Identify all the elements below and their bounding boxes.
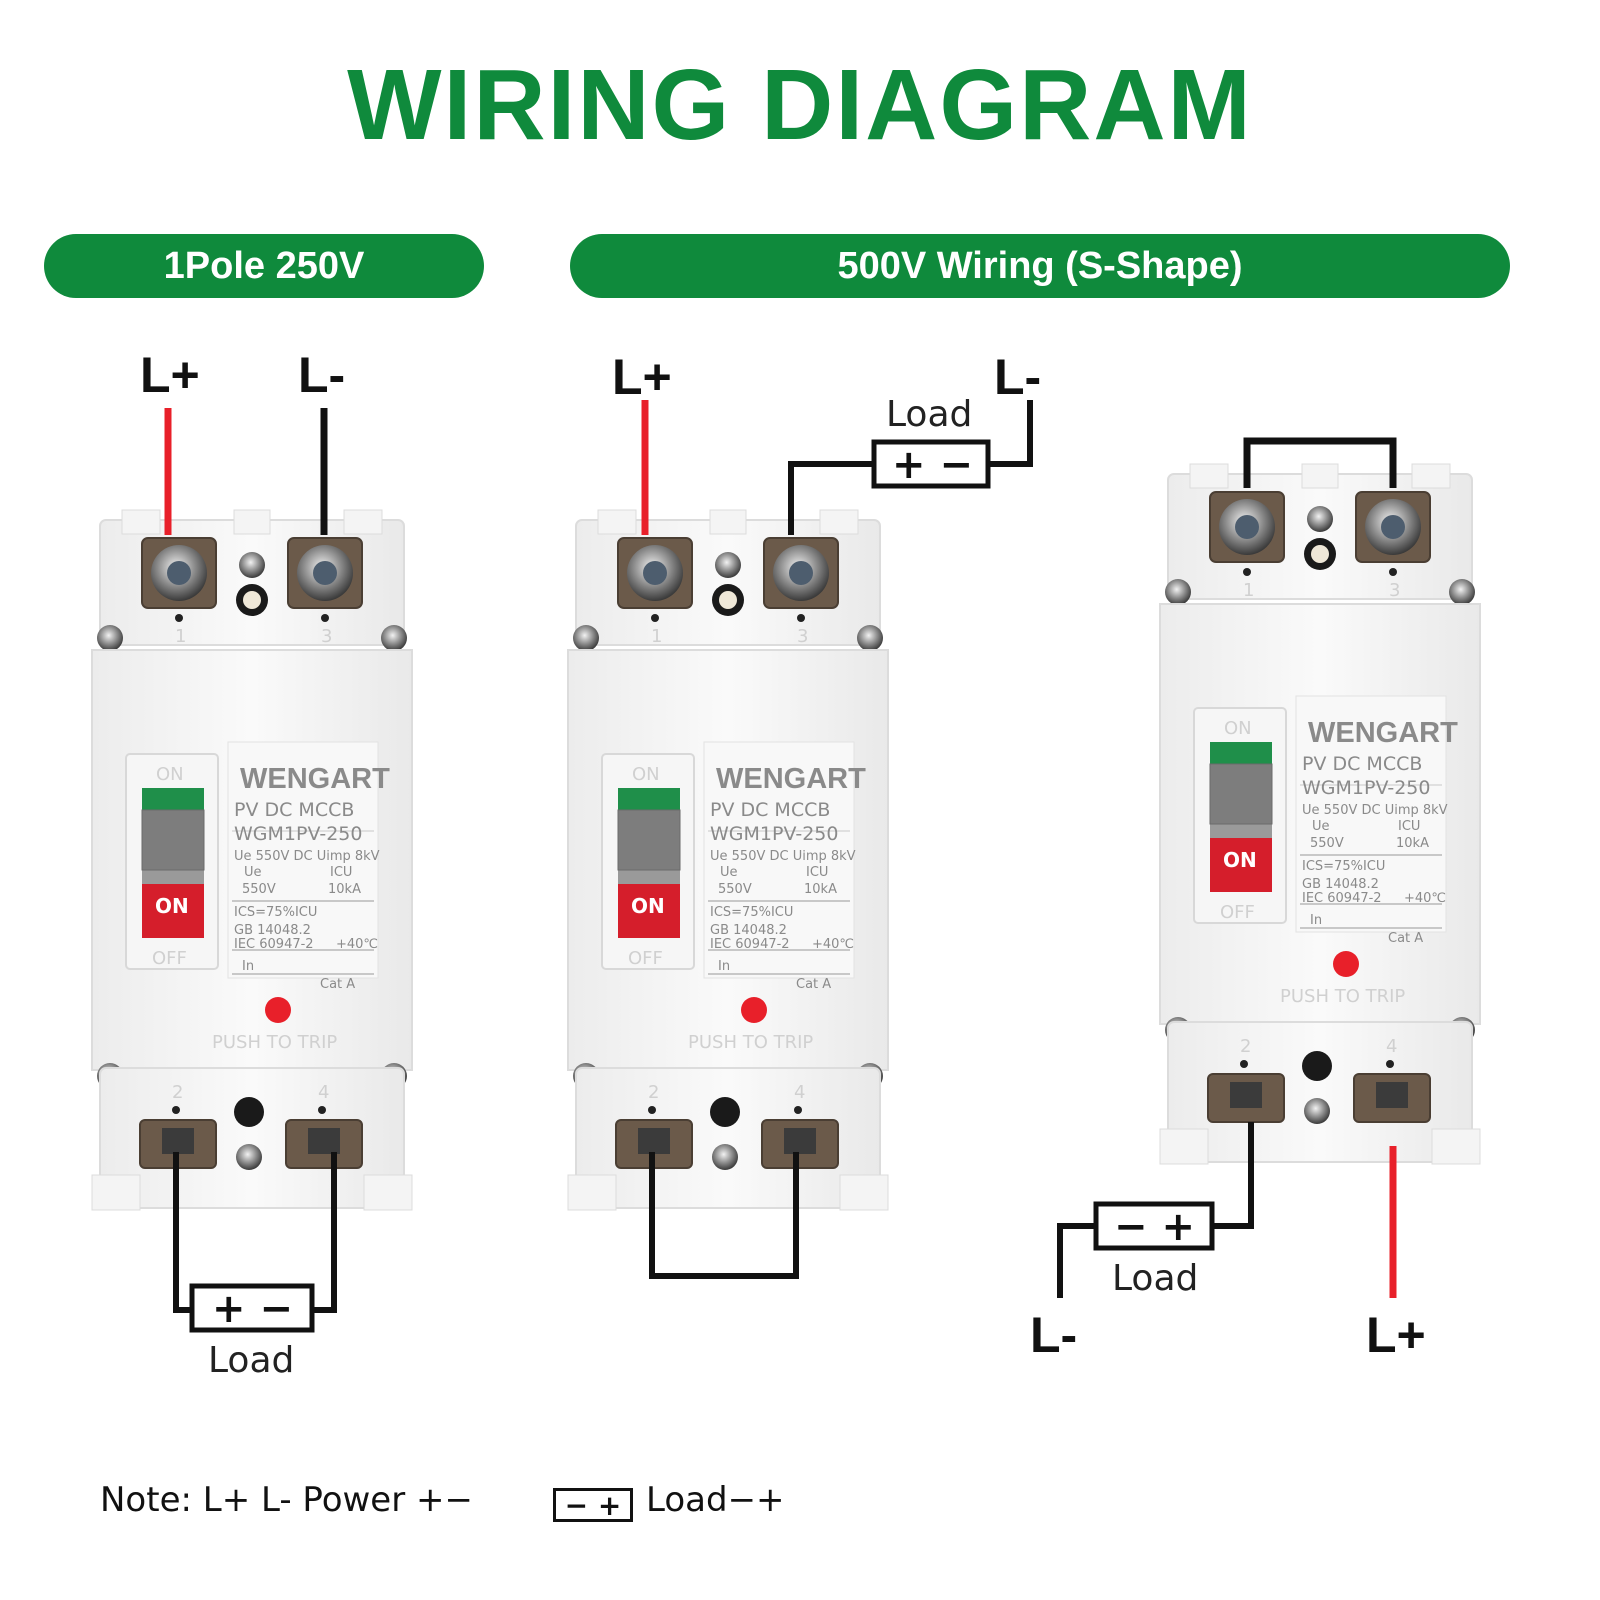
breaker-1-temp: +40℃ xyxy=(336,937,378,952)
label-3-lplus: L+ xyxy=(1366,1307,1426,1363)
breaker-1-on-mark: ON xyxy=(156,764,184,785)
breaker-1-ue-value: 550V xyxy=(242,882,276,897)
legend-load-text: Load−+ xyxy=(646,1480,785,1520)
breaker-2-ue-label: Ue xyxy=(720,865,738,880)
section-1pole-250v: 1Pole 250V xyxy=(44,234,484,298)
breaker-3-std2: IEC 60947-2 xyxy=(1302,891,1382,906)
breaker-2-icu-label: ICU xyxy=(806,865,828,880)
breaker-1-icu-value: 10kA xyxy=(328,882,361,897)
breaker-3-type: PV DC MCCB xyxy=(1302,753,1422,775)
breaker-2-off-mark: OFF xyxy=(628,948,663,969)
label-2-lplus: L+ xyxy=(612,349,672,405)
breaker-2-icu-value: 10kA xyxy=(804,882,837,897)
load-2-label: Load xyxy=(886,394,972,435)
breaker-1-std2: IEC 60947-2 xyxy=(234,937,314,952)
breaker-3-icu-value: 10kA xyxy=(1396,836,1429,851)
breaker-3-on-mark: ON xyxy=(1224,718,1252,739)
label-3-lminus: L- xyxy=(1030,1307,1077,1363)
breaker-1-model: WGM1PV-250 xyxy=(234,823,362,845)
breaker-3-icu-label: ICU xyxy=(1398,819,1420,834)
wire-3-from-load xyxy=(1057,1223,1096,1298)
wire-1-load-loop-right xyxy=(310,1152,337,1313)
label-1-lplus: L+ xyxy=(140,347,200,403)
breaker-2-cat: Cat A xyxy=(796,977,831,992)
load-3-signs: − + xyxy=(1114,1204,1195,1250)
wire-2-bridge xyxy=(649,1152,799,1279)
legend-load-signs: − + xyxy=(564,1488,622,1522)
breaker-2-model: WGM1PV-250 xyxy=(710,823,838,845)
breaker-1-on-label: ON xyxy=(155,894,189,918)
breaker-2-brand: WENGART xyxy=(716,763,866,795)
load-2-signs: + − xyxy=(892,442,973,488)
breaker-2-on-label: ON xyxy=(631,894,665,918)
breaker-2-temp: +40℃ xyxy=(812,937,854,952)
breaker-3-on-label: ON xyxy=(1223,848,1257,872)
legend-load-box: − + xyxy=(553,1488,633,1522)
breaker-3-ue-label: Ue xyxy=(1312,819,1330,834)
breaker-2-std2: IEC 60947-2 xyxy=(710,937,790,952)
breaker-2-std1: GB 14048.2 xyxy=(710,923,787,938)
breaker-3-in: In xyxy=(1310,913,1322,928)
wire-1-load-loop xyxy=(173,1152,192,1313)
breaker-1-ics: ICS=75%ICU xyxy=(234,905,317,920)
breaker-3: WENGART PV DC MCCB WGM1PV-250 Ue 550V DC… xyxy=(1159,463,1481,1165)
breaker-3-ue-value: 550V xyxy=(1310,836,1344,851)
breaker-1-brand: WENGART xyxy=(240,763,390,795)
breaker-2-type: PV DC MCCB xyxy=(710,799,830,821)
load-3-label: Load xyxy=(1112,1258,1198,1299)
breaker-2-on-mark: ON xyxy=(632,764,660,785)
section-500v-s-shape: 500V Wiring (S-Shape) xyxy=(570,234,1510,298)
load-box-1 xyxy=(189,1283,315,1333)
breaker-1-spec: Ue 550V DC Uimp 8kV xyxy=(234,849,380,864)
breaker-3-off-mark: OFF xyxy=(1220,902,1255,923)
breaker-3-model: WGM1PV-250 xyxy=(1302,777,1430,799)
breaker-3-spec: Ue 550V DC Uimp 8kV xyxy=(1302,803,1448,818)
breaker-1-cat: Cat A xyxy=(320,977,355,992)
breaker-3-std1: GB 14048.2 xyxy=(1302,877,1379,892)
load-1-signs: + − xyxy=(212,1286,293,1332)
breaker-2-ics: ICS=75%ICU xyxy=(710,905,793,920)
breaker-3-cat: Cat A xyxy=(1388,931,1423,946)
breaker-1-std1: GB 14048.2 xyxy=(234,923,311,938)
breaker-3-brand: WENGART xyxy=(1308,717,1458,749)
load-1-label: Load xyxy=(208,1340,294,1381)
wire-3-top-bridge xyxy=(1243,437,1397,488)
breaker-1-type: PV DC MCCB xyxy=(234,799,354,821)
wire-2-to-load xyxy=(788,461,874,535)
page-title: WIRING DIAGRAM xyxy=(347,49,1253,161)
wire-2-from-load xyxy=(988,400,1033,467)
label-2-lminus: L- xyxy=(994,349,1041,405)
breaker-1-off-mark: OFF xyxy=(152,948,187,969)
breaker-1: WENGART PV DC MCCB WGM1PV-250 Ue 550V DC… xyxy=(91,509,413,1211)
label-1-lminus: L- xyxy=(298,347,345,403)
breaker-3-ics: ICS=75%ICU xyxy=(1302,859,1385,874)
breaker-1-icu-label: ICU xyxy=(330,865,352,880)
breaker-1-ue-label: Ue xyxy=(244,865,262,880)
breaker-3-temp: +40℃ xyxy=(1404,891,1446,906)
breaker-2-ue-value: 550V xyxy=(718,882,752,897)
breaker-2-in: In xyxy=(718,959,730,974)
note-text: Note: L+ L- Power +− xyxy=(100,1480,473,1520)
breaker-1-in: In xyxy=(242,959,254,974)
breaker-2: WENGART PV DC MCCB WGM1PV-250 Ue 550V DC… xyxy=(567,509,889,1211)
wire-3-to-load xyxy=(1212,1122,1254,1229)
breaker-2-spec: Ue 550V DC Uimp 8kV xyxy=(710,849,856,864)
load-box-3 xyxy=(1093,1201,1215,1251)
